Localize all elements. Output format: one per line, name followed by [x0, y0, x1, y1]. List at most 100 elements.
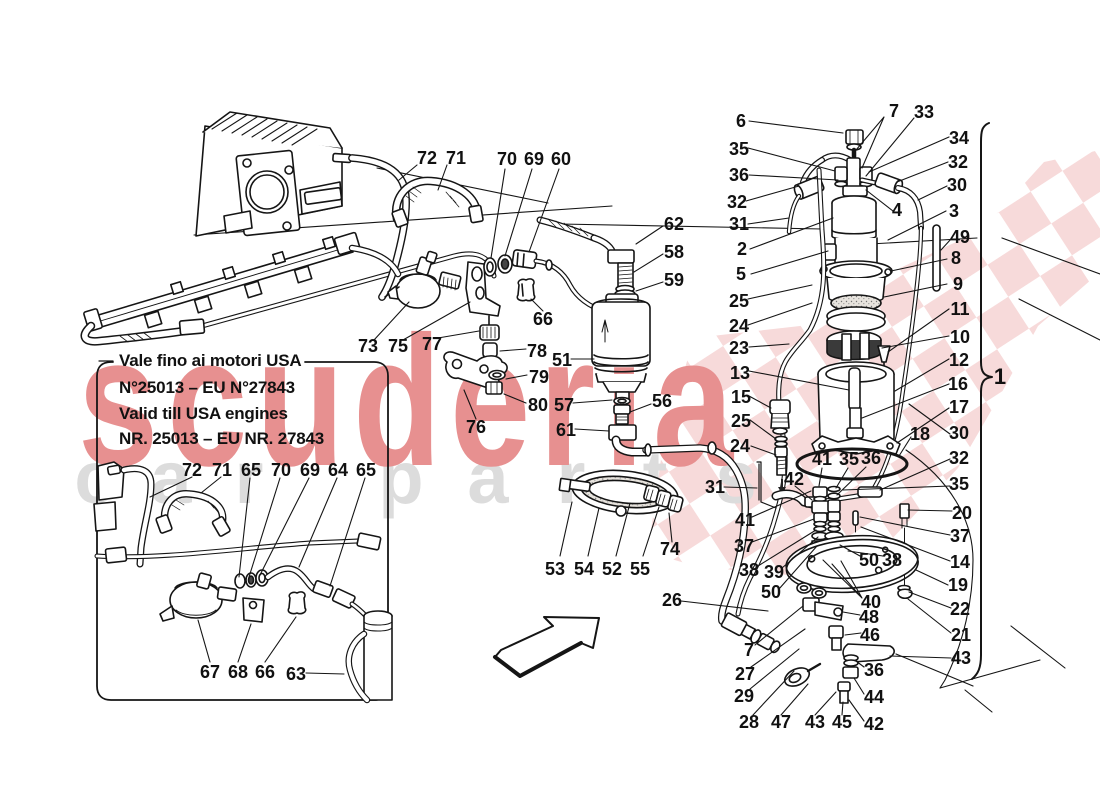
svg-text:47: 47 [771, 712, 791, 732]
svg-text:25: 25 [731, 411, 751, 431]
svg-text:51: 51 [552, 350, 572, 370]
svg-text:42: 42 [864, 714, 884, 734]
svg-text:73: 73 [358, 336, 378, 356]
svg-text:61: 61 [556, 420, 576, 440]
svg-text:10: 10 [950, 327, 970, 347]
svg-text:44: 44 [864, 687, 884, 707]
svg-text:31: 31 [729, 214, 749, 234]
svg-text:46: 46 [860, 625, 880, 645]
svg-text:71: 71 [212, 460, 232, 480]
svg-text:39: 39 [764, 562, 784, 582]
svg-text:9: 9 [953, 274, 963, 294]
svg-text:41: 41 [812, 449, 832, 469]
svg-text:35: 35 [729, 139, 749, 159]
svg-text:18: 18 [910, 424, 930, 444]
svg-text:64: 64 [328, 460, 348, 480]
svg-text:71: 71 [446, 148, 466, 168]
svg-text:72: 72 [417, 148, 437, 168]
svg-text:50: 50 [859, 550, 879, 570]
svg-text:79: 79 [529, 367, 549, 387]
svg-text:55: 55 [630, 559, 650, 579]
svg-text:65: 65 [356, 460, 376, 480]
svg-text:36: 36 [861, 448, 881, 468]
svg-text:19: 19 [948, 575, 968, 595]
svg-text:3: 3 [949, 201, 959, 221]
svg-text:35: 35 [949, 474, 969, 494]
svg-text:40: 40 [861, 592, 881, 612]
svg-text:69: 69 [300, 460, 320, 480]
svg-text:25: 25 [729, 291, 749, 311]
svg-text:45: 45 [832, 712, 852, 732]
svg-text:17: 17 [949, 397, 969, 417]
svg-text:r: r [235, 436, 264, 519]
svg-text:76: 76 [466, 417, 486, 437]
svg-text:24: 24 [730, 436, 750, 456]
svg-text:59: 59 [664, 270, 684, 290]
svg-text:38: 38 [882, 550, 902, 570]
svg-text:53: 53 [545, 559, 565, 579]
svg-text:80: 80 [528, 395, 548, 415]
svg-text:50: 50 [761, 582, 781, 602]
svg-text:26: 26 [662, 590, 682, 610]
svg-text:78: 78 [527, 341, 547, 361]
svg-text:NR. 25013 – EU NR. 27843: NR. 25013 – EU NR. 27843 [119, 429, 324, 448]
svg-text:70: 70 [497, 149, 517, 169]
svg-text:63: 63 [286, 664, 306, 684]
svg-text:29: 29 [734, 686, 754, 706]
svg-text:67: 67 [200, 662, 220, 682]
svg-text:5: 5 [736, 264, 746, 284]
svg-text:N°25013 – EU N°27843: N°25013 – EU N°27843 [119, 378, 295, 397]
svg-text:75: 75 [388, 336, 408, 356]
svg-text:69: 69 [524, 149, 544, 169]
svg-text:54: 54 [574, 559, 594, 579]
svg-text:58: 58 [664, 242, 684, 262]
svg-text:27: 27 [735, 664, 755, 684]
svg-text:66: 66 [255, 662, 275, 682]
svg-text:62: 62 [664, 214, 684, 234]
svg-text:60: 60 [551, 149, 571, 169]
svg-text:28: 28 [739, 712, 759, 732]
svg-text:21: 21 [951, 625, 971, 645]
svg-text:31: 31 [705, 477, 725, 497]
svg-text:48: 48 [859, 607, 879, 627]
svg-text:74: 74 [660, 539, 680, 559]
svg-text:32: 32 [727, 192, 747, 212]
svg-text:43: 43 [805, 712, 825, 732]
svg-text:30: 30 [947, 175, 967, 195]
svg-text:a: a [150, 436, 192, 519]
svg-text:66: 66 [533, 309, 553, 329]
svg-text:7: 7 [744, 640, 754, 660]
svg-text:22: 22 [950, 599, 970, 619]
svg-text:34: 34 [949, 128, 969, 148]
svg-text:70: 70 [271, 460, 291, 480]
svg-text:24: 24 [729, 316, 749, 336]
svg-text:11: 11 [950, 299, 969, 319]
svg-text:20: 20 [952, 503, 972, 523]
svg-text:32: 32 [948, 152, 968, 172]
svg-text:72: 72 [182, 460, 202, 480]
svg-text:32: 32 [949, 448, 969, 468]
svg-text:15: 15 [731, 387, 751, 407]
svg-text:14: 14 [950, 552, 970, 572]
svg-text:13: 13 [730, 363, 750, 383]
svg-text:23: 23 [729, 338, 749, 358]
svg-text:a: a [467, 436, 509, 519]
svg-text:8: 8 [951, 248, 961, 268]
svg-text:43: 43 [951, 648, 971, 668]
svg-text:41: 41 [735, 510, 755, 530]
svg-text:Valid till USA engines: Valid till USA engines [119, 404, 288, 423]
svg-text:1: 1 [994, 364, 1006, 389]
svg-text:12: 12 [949, 350, 969, 370]
svg-text:4: 4 [892, 200, 902, 220]
svg-text:36: 36 [864, 660, 884, 680]
svg-text:16: 16 [948, 374, 968, 394]
svg-text:37: 37 [950, 526, 970, 546]
svg-text:65: 65 [241, 460, 261, 480]
svg-text:Vale fino ai motori USA: Vale fino ai motori USA [119, 351, 301, 370]
svg-text:37: 37 [734, 536, 754, 556]
svg-text:33: 33 [914, 102, 934, 122]
svg-text:35: 35 [839, 449, 859, 469]
svg-text:6: 6 [736, 111, 746, 131]
svg-text:p: p [378, 436, 423, 519]
svg-text:7: 7 [889, 101, 899, 121]
